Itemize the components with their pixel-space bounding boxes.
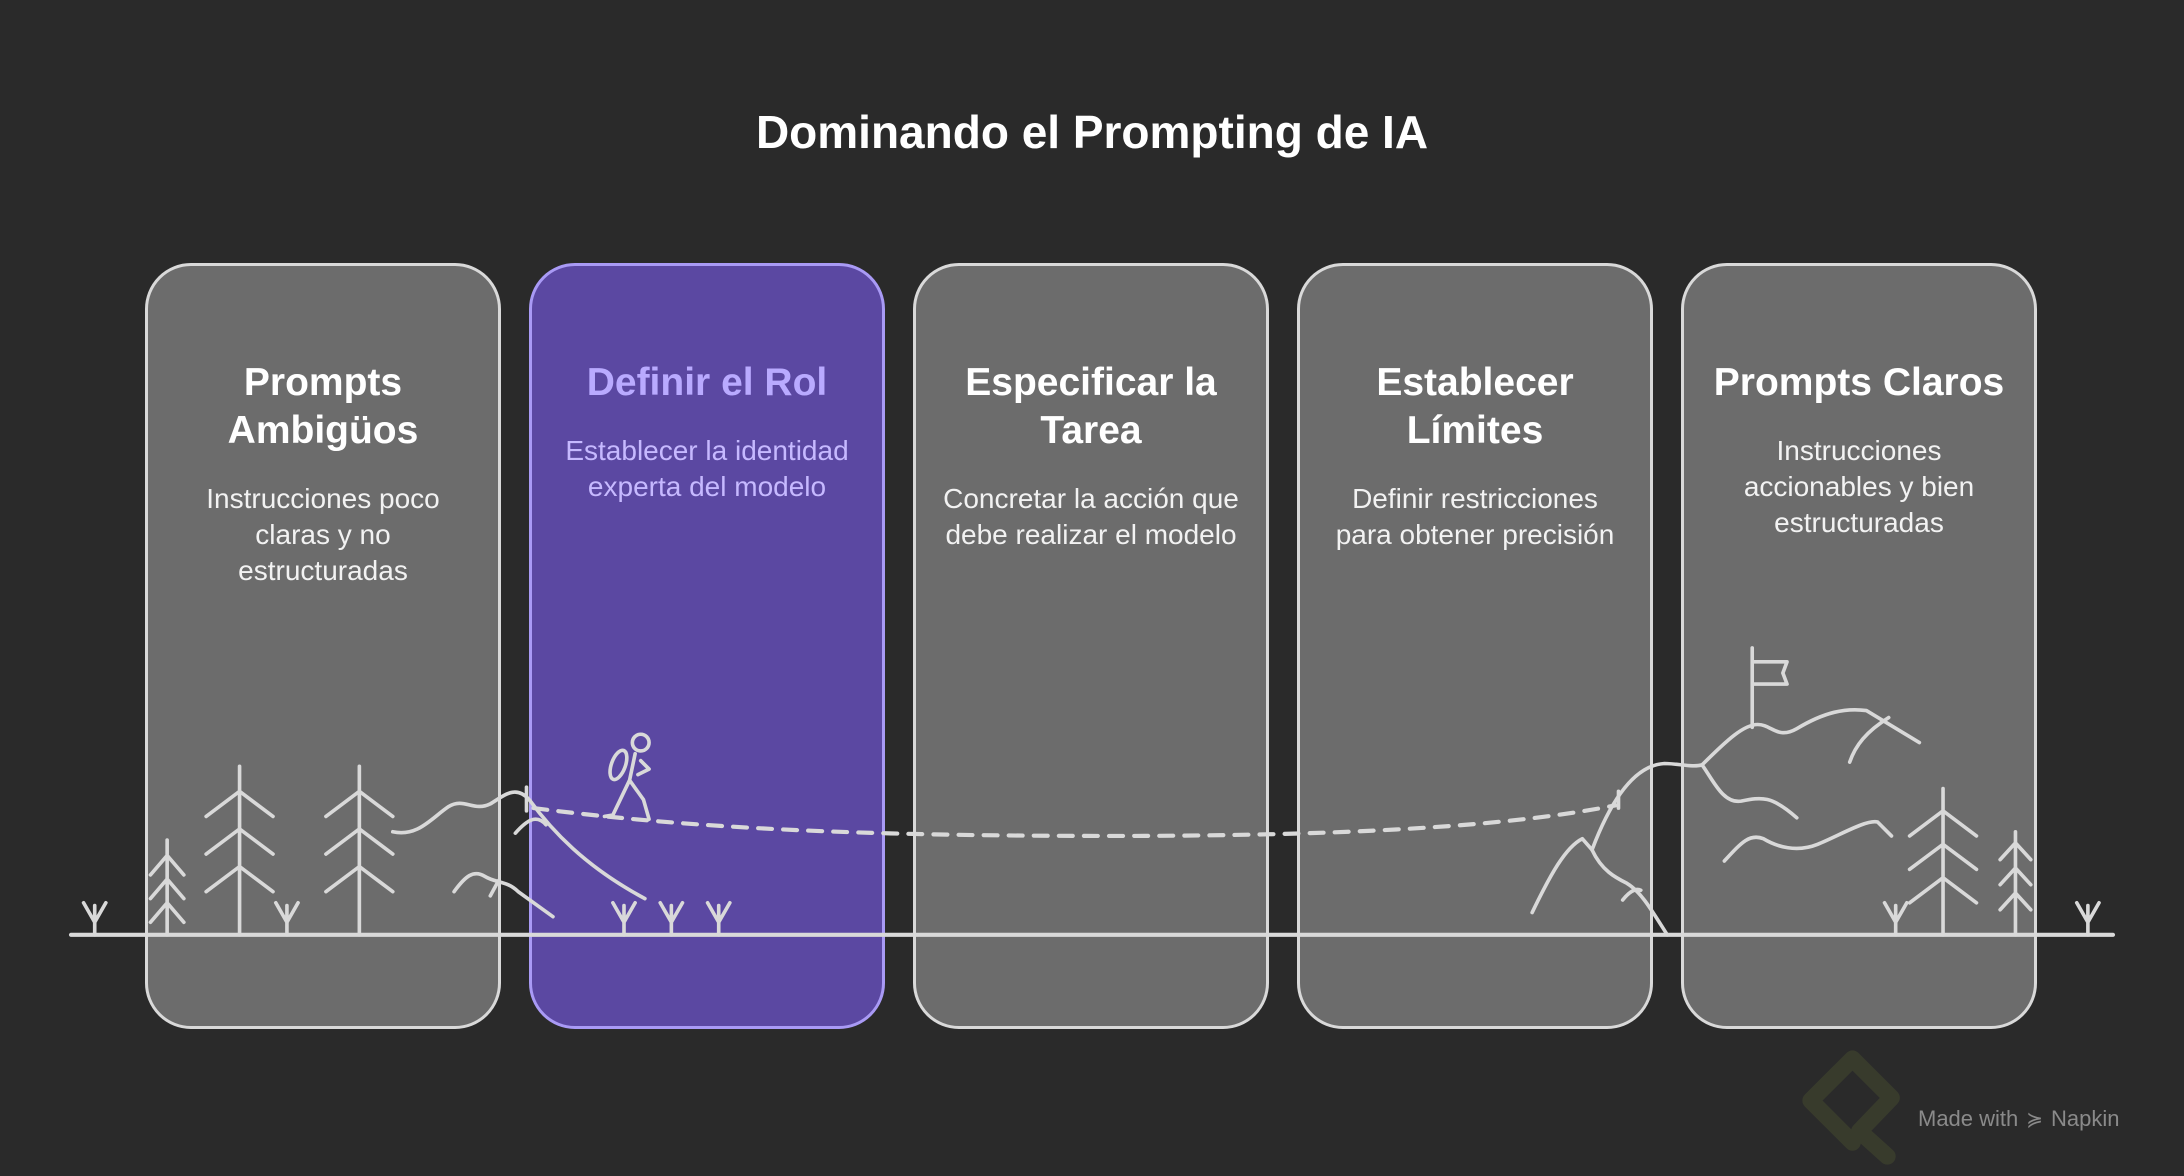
hiker-icon xyxy=(602,732,651,822)
step-description: Establecer la identidad experta del mode… xyxy=(565,435,849,502)
dashed-trail xyxy=(531,803,1618,839)
step-description: Concretar la acción que debe realizar el… xyxy=(943,483,1239,550)
made-with-napkin-credit: Made with ≽ Napkin xyxy=(1918,1106,2120,1132)
platzi-watermark-icon xyxy=(1802,1050,1900,1165)
step-card-prompts-claros xyxy=(1681,263,2037,1029)
made-with-label: Made with xyxy=(1918,1106,2019,1131)
step-text-2: Definir el Rol Establecer la identidad e… xyxy=(529,263,885,505)
sprout-icons xyxy=(81,900,2101,937)
step-text-3: Especificar la Tarea Concretar la acción… xyxy=(913,263,1269,553)
summit-flag-icon xyxy=(1750,646,1789,730)
step-text-4: Establecer Límites Definir restricciones… xyxy=(1297,263,1653,553)
step-heading: Definir el Rol xyxy=(586,361,828,404)
step-heading: Prompts Ambigüos xyxy=(227,361,419,452)
step-heading: Establecer Límites xyxy=(1376,361,1574,452)
step-heading: Prompts Claros xyxy=(1713,361,2005,404)
step-card-establecer-limites xyxy=(1297,263,1653,1029)
step-heading: Especificar la Tarea xyxy=(965,361,1217,452)
step-card-prompts-ambiguos xyxy=(145,263,501,1029)
step-text-1: Prompts Ambigüos Instrucciones poco clar… xyxy=(145,263,501,589)
right-mountains-icon xyxy=(1530,707,1922,937)
left-hills-icon xyxy=(390,785,647,919)
step-card-especificar-tarea xyxy=(913,263,1269,1029)
step-description: Instrucciones poco claras y no estructur… xyxy=(206,483,440,586)
pine-tree-icons xyxy=(148,764,2033,937)
step-description: Instrucciones accionables y bien estruct… xyxy=(1743,435,1975,538)
napkin-logo-icon: ≽ xyxy=(2026,1108,2044,1131)
step-description: Definir restricciones para obtener preci… xyxy=(1335,483,1615,550)
step-text-5: Prompts Claros Instrucciones accionables… xyxy=(1681,263,2037,541)
diagram-title: Dominando el Prompting de IA xyxy=(755,106,1429,158)
napkin-brand-label: Napkin xyxy=(2051,1106,2120,1131)
